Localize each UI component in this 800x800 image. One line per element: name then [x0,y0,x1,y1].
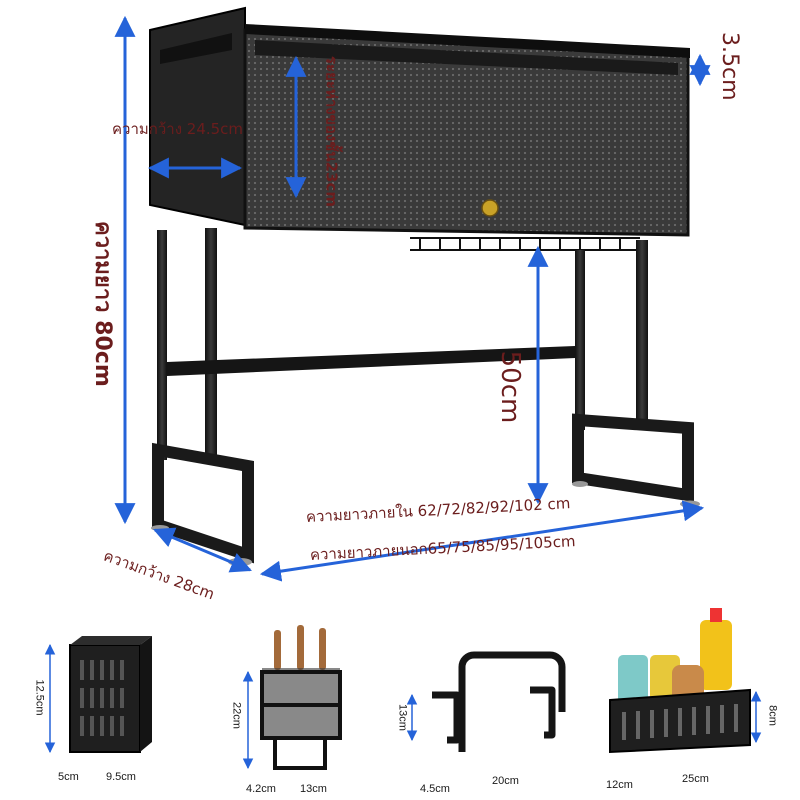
lower-clearance-label: 50cm [495,350,525,424]
sponge-basket-illustration [609,608,751,754]
utensil-holder-depth-label: 5cm [58,771,79,783]
knife-holder-width-label: 13cm [300,783,327,795]
total-height-label: ความยาว 80cm [90,221,115,387]
hanging-rack [410,237,640,251]
sponge-basket-height-label: 8cm [766,705,779,726]
towel-hook-illustration [432,651,566,752]
leg-front-left [205,228,217,460]
arrow-depth [153,527,252,573]
cabinet-top-ledge [245,24,690,58]
foot-left [152,442,254,564]
knife-holder-illustration [260,625,342,770]
rack-frame [149,6,700,566]
towel-hook-width-label: 20cm [492,775,519,787]
shelf-spacing-label: ระยะห่างของชั้น23cm [322,55,341,207]
arrow-length [259,500,705,582]
cabinet-knob [481,199,499,217]
knife-holder-depth-label: 4.2cm [246,783,276,795]
sponge-basket-depth-label: 12cm [606,779,633,791]
utensil-holder-height-label: 12.5cm [33,679,46,716]
towel-hook-height-label: 13cm [396,704,409,731]
leg-front-right [636,240,648,430]
top-ledge-label: 3.5cm [717,32,742,101]
sponge-basket-width-label: 25cm [682,773,709,785]
knife-holder-height-label: 22cm [230,702,243,729]
foot-right [572,413,694,502]
dimension-arrows [114,15,711,582]
utensil-holder-width-label: 9.5cm [106,771,136,783]
cabinet-width-label: ความกว้าง 24.5cm [112,120,244,138]
towel-hook-depth-label: 4.5cm [420,783,450,795]
leg-back-left [157,230,167,460]
crossbar [167,346,575,376]
utensil-holder-illustration [69,636,152,753]
leg-back-right [575,250,585,430]
